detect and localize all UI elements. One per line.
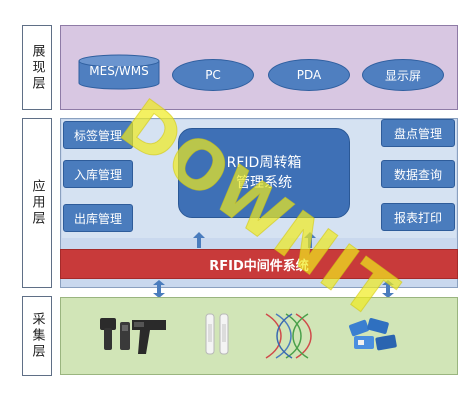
layer-label-presentation: 展现层 [22,25,52,110]
center-title-line1: RFID周转箱 [226,155,302,171]
rfid-tag-icon [349,318,397,351]
pda-node: PDA [268,59,350,91]
application-layer-label: 应用层 [29,179,45,227]
module-inventory-check: 盘点管理 [381,119,455,147]
module-data-query: 数据查询 [381,160,455,188]
module-label-management: 标签管理 [63,121,133,149]
center-title-line2: 管理系统 [236,175,292,191]
arrow-up-left-icon [193,232,205,248]
display-screen-node: 显示屏 [362,59,444,91]
presentation-layer-label: 展现层 [29,43,45,92]
module-outbound-management: 出库管理 [63,204,133,232]
double-arrow-right-icon [382,280,394,298]
collection-layer-label: 采集层 [29,312,45,360]
layer-label-application: 应用层 [22,118,52,288]
arrow-up-right-icon [304,232,316,248]
double-arrow-left-icon [153,280,165,298]
mes-wms-label: MES/WMS [89,64,149,78]
module-inbound-management: 入库管理 [63,160,133,188]
layer-label-collection: 采集层 [22,296,52,376]
handheld-reader-icon [100,318,166,354]
rfid-box-management-system: RFID周转箱 管理系统 [178,128,350,218]
module-report-print: 报表打印 [381,203,455,231]
rf-wave-icon [265,313,312,359]
pc-node: PC [172,59,254,91]
rfid-middleware-bar: RFID中间件系统 [60,249,458,279]
gate-antenna-icon [205,313,229,355]
database-icon [78,54,160,90]
